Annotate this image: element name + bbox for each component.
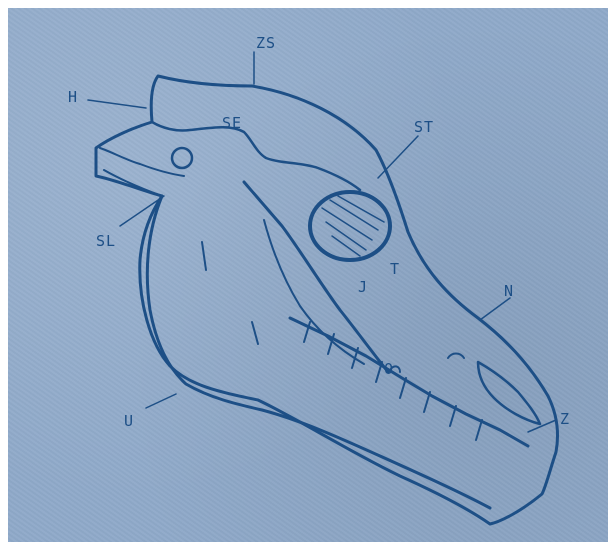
label-u: U xyxy=(124,412,134,430)
label-se: SE xyxy=(222,114,242,132)
label-sl: SL xyxy=(96,232,116,250)
tooth-row xyxy=(290,318,528,446)
label-st: ST xyxy=(414,118,434,136)
mandible xyxy=(147,196,490,508)
cranium-crest xyxy=(152,122,360,190)
skull-outline xyxy=(96,76,558,524)
label-t: T xyxy=(390,260,400,278)
label-h: H xyxy=(68,88,78,106)
label-n: N xyxy=(504,282,514,300)
label-z: Z xyxy=(560,410,570,428)
ear-opening xyxy=(172,148,192,168)
label-j: J xyxy=(358,278,368,296)
label-o: O xyxy=(384,360,394,378)
orbit-shading xyxy=(322,196,384,256)
label-zs: ZS xyxy=(256,34,276,52)
